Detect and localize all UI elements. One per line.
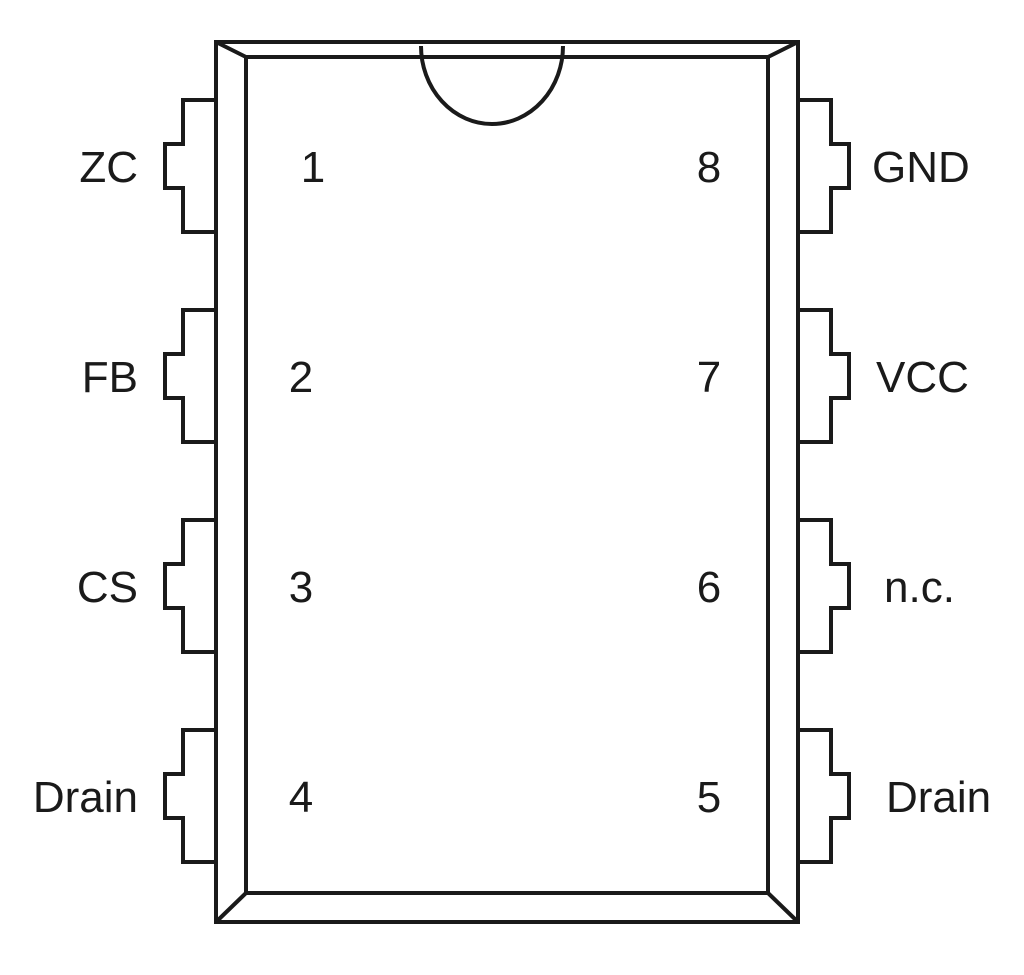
pin-1-number: 1 [301,143,325,192]
pin-2-name: FB [82,353,138,402]
bevel-corner-top-right [767,40,799,59]
pin-5-name: Drain [886,773,991,822]
left-pin-lead-1 [163,98,216,234]
left-pin-row: ZC 1 FB 2 CS 3 Drain 4 [33,143,325,822]
left-pin-lead-2 [163,308,216,444]
pin-8-name: GND [872,143,970,192]
pin-1-name: ZC [79,143,138,192]
bevel-corner-bottom-right [766,891,800,924]
pin-3-number: 3 [289,563,313,612]
pin-6-number: 6 [697,563,721,612]
pin-5-number: 5 [697,773,721,822]
right-pin-row: 8 GND 7 VCC 6 n.c. 5 Drain [697,143,991,822]
pin-4-number: 4 [289,773,313,822]
left-pin-lead-3 [163,518,216,654]
right-pin-lead-3 [798,518,851,654]
bevel-corner-top-left [215,40,247,59]
pin-7-number: 7 [697,353,721,402]
pin-3-name: CS [77,563,138,612]
left-pin-lead-4 [163,728,216,864]
right-pin-lead-1 [798,98,851,234]
pin-7-name: VCC [876,353,969,402]
package-outer-outline [214,40,800,924]
pin-leads [163,98,851,864]
pin-8-number: 8 [697,143,721,192]
orientation-notch [419,45,565,126]
bevel-corner-bottom-left [214,891,248,924]
right-pin-lead-4 [798,728,851,864]
pin-2-number: 2 [289,353,313,402]
pin-6-name: n.c. [884,563,955,612]
package-inner-outline [244,55,770,895]
pin-4-name: Drain [33,773,138,822]
right-pin-lead-2 [798,308,851,444]
